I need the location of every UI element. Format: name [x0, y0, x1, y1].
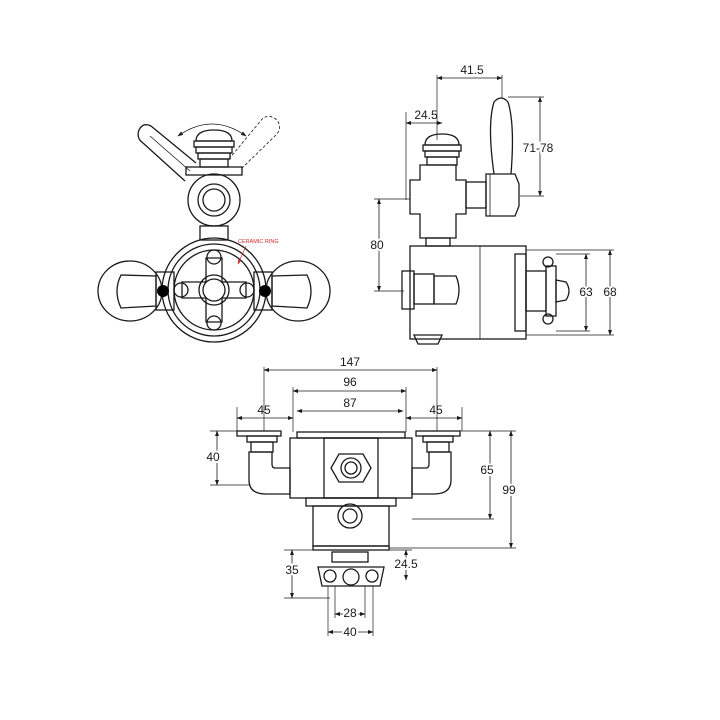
lever-handle	[137, 124, 197, 182]
dim-body-width: 87	[343, 396, 357, 410]
rotation-arrow	[177, 123, 247, 137]
dim-inlet-centres: 96	[343, 375, 357, 389]
dim-overall: 147	[340, 355, 360, 369]
dim-left-inlet: 45	[257, 403, 271, 417]
plan-lower-body	[312, 505, 390, 547]
right-fixing-dot	[259, 285, 271, 297]
upper-port-inner	[202, 188, 226, 212]
side-inlet-stub	[401, 270, 460, 345]
cap-nut	[193, 129, 235, 168]
ceramic-ring-leader	[237, 245, 247, 265]
dim-outlet-depth: 35	[285, 563, 299, 577]
dim-right-inlet: 45	[429, 403, 443, 417]
side-lower-body	[409, 245, 527, 340]
dim-outlet-outer: 40	[343, 625, 357, 639]
dim-upper-height: 80	[370, 238, 384, 252]
side-lever-collar	[485, 173, 520, 217]
lever-rotated-ghost	[228, 116, 280, 171]
plan-lower-base	[312, 545, 390, 551]
ceramic-ring-label: CERAMIC RING	[238, 239, 279, 245]
upper-port-outer	[197, 183, 231, 217]
side-neck	[425, 237, 451, 247]
upper-collar	[185, 166, 243, 176]
ceramic-ring-outline	[173, 249, 255, 331]
side-cap-nut	[422, 133, 462, 166]
plan-lower-collar	[305, 497, 397, 507]
dim-body-depth: 65	[480, 463, 494, 477]
front-view: CERAMIC RING	[97, 116, 331, 343]
dim-plate-outer: 68	[603, 285, 617, 299]
plan-lower-port-outer	[337, 503, 363, 529]
plan-port-inner	[344, 461, 358, 475]
dim-plate-inner: 63	[579, 285, 593, 299]
plan-lower-port-inner	[342, 508, 358, 524]
plan-hex-port	[330, 453, 372, 483]
dim-total-depth: 99	[502, 483, 516, 497]
plan-left-inlet	[236, 430, 291, 495]
left-fixing-dot	[157, 285, 169, 297]
side-cross-handle	[525, 256, 570, 325]
side-lever	[489, 97, 514, 175]
lower-body-outer	[161, 237, 267, 343]
left-side-handle	[97, 260, 163, 322]
cross-handle	[173, 249, 255, 331]
plan-right-inlet	[411, 430, 461, 495]
side-view: 41.5 24.5 71-78 80 63 68	[368, 63, 619, 345]
plan-port-outer	[340, 457, 362, 479]
side-cover-plate	[514, 253, 527, 332]
right-side-handle	[265, 260, 331, 322]
plan-view: 147 96 87 45 45 40 65 99 35	[204, 355, 518, 641]
dim-inlet-height: 40	[206, 450, 220, 464]
neck	[199, 225, 229, 241]
upper-body	[187, 173, 241, 227]
dim-outlet-inner: 28	[343, 606, 357, 620]
dim-lever-offset: 41.5	[460, 63, 484, 77]
side-spindle	[465, 181, 487, 209]
dim-outlet-offset: 24.5	[394, 557, 418, 571]
plan-body-centre	[323, 437, 379, 499]
dim-lever-height: 71-78	[523, 141, 554, 155]
plan-body	[289, 437, 413, 499]
dim-body-offset: 24.5	[414, 108, 438, 122]
side-upper-body	[409, 164, 467, 239]
plan-outlet	[317, 551, 385, 587]
plan-wall-plate	[296, 431, 406, 439]
